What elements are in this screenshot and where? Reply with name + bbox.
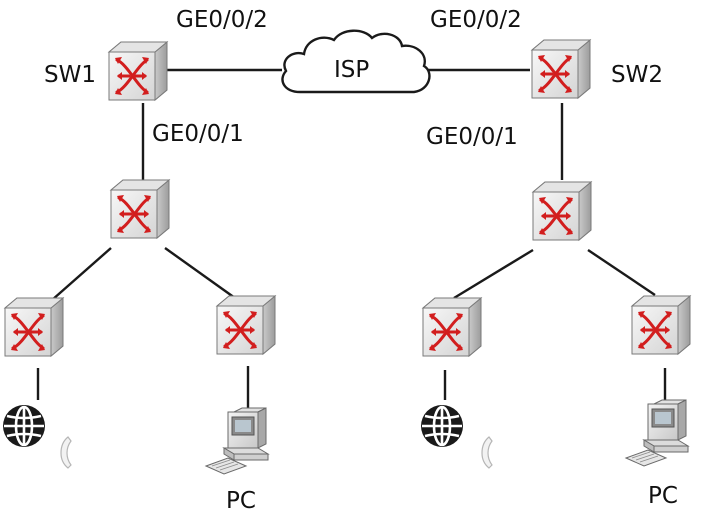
link-core-right-access4 <box>587 249 656 296</box>
phone-icon-left <box>60 436 72 469</box>
access-switch-2-icon <box>215 294 277 356</box>
right-pc-label: PC <box>648 483 678 509</box>
pc-icon-left <box>205 407 269 475</box>
access-switch-1-icon <box>3 296 65 358</box>
isp-label: ISP <box>334 57 370 83</box>
left-pc-label: PC <box>226 488 256 514</box>
link-core-right-access3 <box>453 248 534 300</box>
core-left-switch-icon <box>109 178 171 240</box>
sw1-downlink-port-label: GE0/0/1 <box>152 121 244 147</box>
sw2-uplink-port-label: GE0/0/2 <box>430 7 522 33</box>
phone-icon-right <box>481 436 493 469</box>
link-core-left-access2 <box>164 247 236 299</box>
access-switch-4-icon <box>630 294 692 356</box>
pc-icon-right <box>625 399 689 467</box>
sw2-label: SW2 <box>611 62 663 88</box>
link-lines <box>36 68 667 412</box>
access-switch-3-icon <box>421 296 483 358</box>
link-core-left-access1 <box>51 247 112 301</box>
sw2-downlink-port-label: GE0/0/1 <box>426 124 518 150</box>
isp-cloud-icon <box>281 29 431 94</box>
sw1-label: SW1 <box>44 62 96 88</box>
sw1-uplink-port-label: GE0/0/2 <box>176 7 268 33</box>
sw2-switch-icon <box>530 38 592 100</box>
globe-icon-left <box>1 403 47 449</box>
sw1-switch-icon <box>107 40 169 102</box>
globe-icon-right <box>419 403 465 449</box>
core-right-switch-icon <box>531 180 593 242</box>
